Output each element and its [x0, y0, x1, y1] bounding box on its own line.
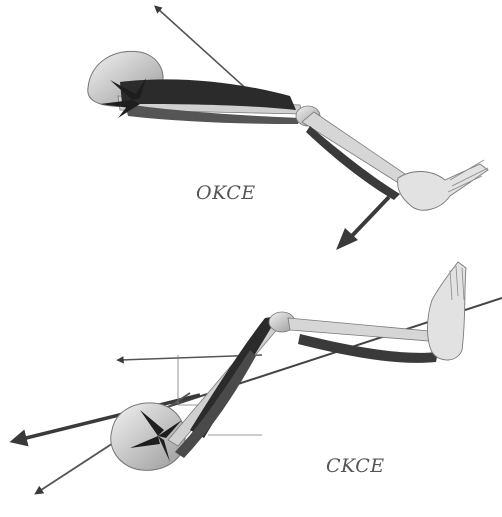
okce-resistance-arrow — [348, 197, 389, 240]
ckce-hamstrings — [175, 350, 256, 458]
okce-label: OKCE — [196, 182, 256, 204]
okce-leg-figure — [88, 8, 488, 250]
ckce-leg-figure — [18, 262, 502, 492]
ckce-label: CKCE — [326, 455, 385, 477]
okce-foot — [398, 164, 488, 210]
ckce-foot — [428, 262, 467, 360]
